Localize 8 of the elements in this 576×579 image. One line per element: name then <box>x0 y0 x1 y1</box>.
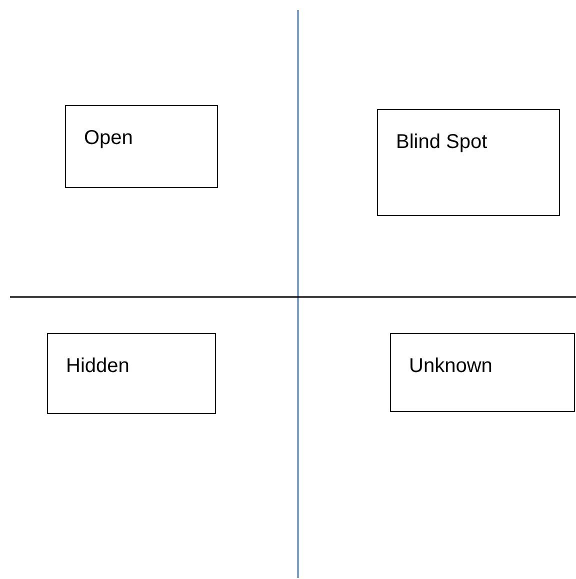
box-label: Hidden <box>66 354 130 378</box>
box-label: Blind Spot <box>396 130 488 154</box>
box-label: Unknown <box>409 354 492 378</box>
quadrant-box <box>390 333 575 412</box>
quadrant-box <box>377 109 560 216</box>
quadrant-box <box>65 105 218 188</box>
quadrant-box <box>47 333 216 414</box>
box-label: Open <box>84 126 133 150</box>
